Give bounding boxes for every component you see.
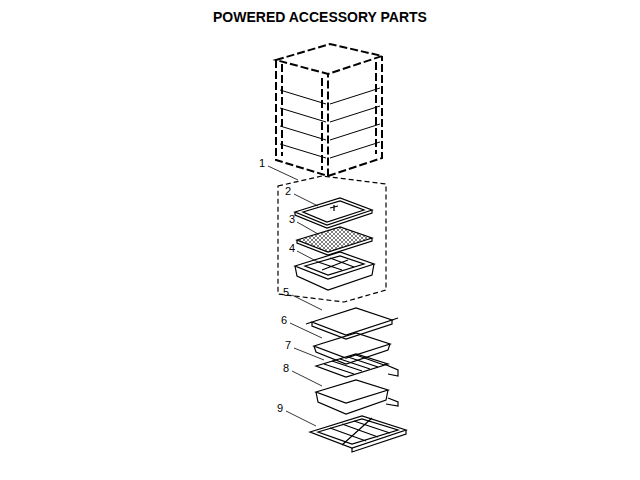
- callout-number: 5: [283, 287, 289, 298]
- grill-grate-part: [316, 354, 398, 377]
- callout-number: 6: [281, 315, 287, 326]
- callout-number: 2: [285, 186, 291, 197]
- grill-pan-part: [314, 333, 390, 364]
- oven-cavity: [276, 44, 382, 176]
- kit-outline: [278, 176, 386, 302]
- callout-number: 1: [259, 158, 265, 169]
- callout-number: 3: [289, 214, 295, 225]
- leader-lines: [268, 166, 324, 426]
- rack-guides: [280, 88, 380, 158]
- mesh-part: [297, 227, 372, 255]
- lid-part: [295, 198, 372, 228]
- callout-number: 7: [285, 340, 291, 351]
- pan-part: [316, 380, 398, 414]
- diagram-title: POWERED ACCESSORY PARTS: [0, 9, 640, 25]
- callout-number: 9: [277, 403, 283, 414]
- callout-number: 8: [283, 363, 289, 374]
- rack-part: [310, 416, 406, 452]
- callout-number: 4: [289, 243, 295, 254]
- tray-part: [295, 252, 374, 290]
